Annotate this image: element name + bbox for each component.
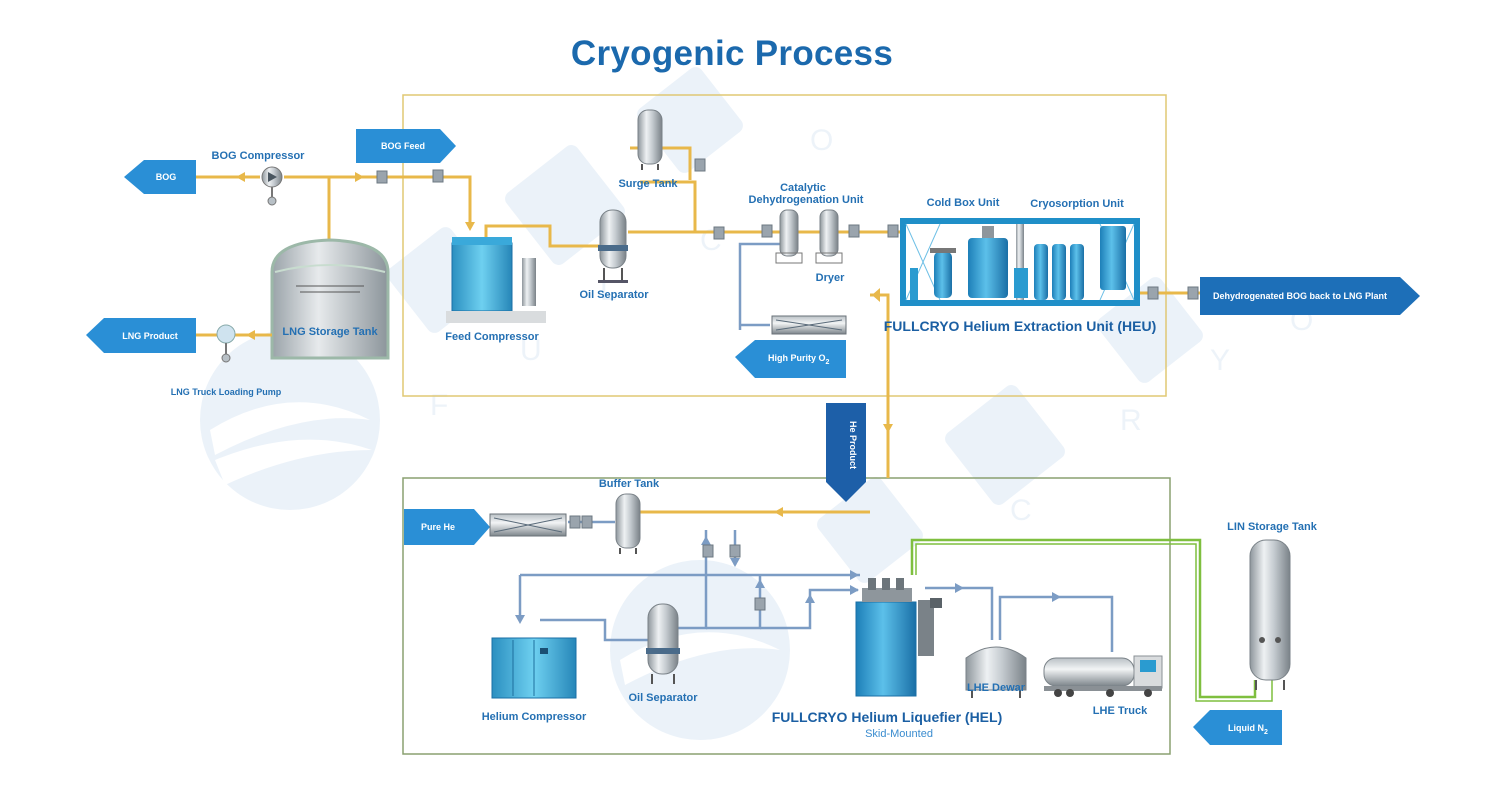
dryer-icon — [815, 209, 843, 264]
tag-bog: BOG — [124, 160, 196, 194]
tag-pure-he: Pure He — [404, 509, 490, 545]
heu-label: FULLCRYO Helium Extraction Unit (HEU) — [884, 318, 1157, 334]
heu-skid-icon — [900, 218, 1140, 306]
skid-mounted-label: Skid-Mounted — [865, 728, 933, 740]
valve-icon — [729, 544, 741, 558]
lng-truck-loading-pump-label: LNG Truck Loading Pump — [171, 387, 282, 397]
tag-bog-feed-label: BOG Feed — [381, 141, 425, 151]
tag-lng-product: LNG Product — [86, 318, 196, 353]
lng-storage-tank-label: LNG Storage Tank — [282, 326, 378, 338]
lin-storage-tank-icon — [1249, 539, 1291, 690]
svg-text:U: U — [520, 334, 542, 367]
feed-compressor-icon — [446, 237, 546, 323]
lin-storage-tank-label: LIN Storage Tank — [1227, 521, 1318, 533]
blue-arrows — [515, 536, 1061, 624]
valve-icon — [694, 158, 706, 172]
tag-liquid-n2-label: Liquid N2 — [1228, 723, 1268, 736]
valve-icon — [761, 224, 773, 238]
bog-compressor-label: BOG Compressor — [212, 150, 306, 162]
valve-icon — [713, 226, 725, 240]
valve-icon — [569, 515, 581, 529]
valve-icon — [887, 224, 899, 238]
gold-arrows — [236, 172, 893, 517]
tag-high-purity-o2-label: High Purity O2 — [768, 353, 830, 366]
lhe-dewar-icon — [965, 646, 1027, 698]
bog-compressor-icon — [261, 166, 283, 206]
oil-separator-bottom-label: Oil Separator — [628, 692, 698, 704]
surge-tank-icon — [637, 109, 663, 170]
catalytic-unit-icon — [775, 209, 803, 264]
helium-compressor-label: Helium Compressor — [482, 711, 587, 723]
catalytic-label-line1: Catalytic — [780, 182, 826, 194]
tag-he-product-label: He Product — [848, 421, 858, 469]
oil-separator-top-icon — [598, 209, 628, 283]
watermark: F U L C O C R Y O — [200, 67, 1313, 740]
tag-dehydrogenated-bog-label: Dehydrogenated BOG back to LNG Plant — [1213, 291, 1387, 301]
tag-pure-he-label: Pure He — [421, 522, 455, 532]
oil-separator-top-label: Oil Separator — [579, 289, 649, 301]
surge-tank-label: Surge Tank — [618, 178, 678, 190]
svg-text:F: F — [430, 389, 448, 422]
buffer-tank-label: Buffer Tank — [599, 478, 660, 490]
lhe-truck-label: LHE Truck — [1093, 705, 1148, 717]
diagram-title: Cryogenic Process — [570, 34, 894, 73]
valve-icon — [702, 544, 714, 558]
valve-icon — [432, 169, 444, 183]
green-pipe — [910, 538, 1273, 702]
valve-icon — [848, 224, 860, 238]
valve-icon — [581, 515, 593, 529]
feed-compressor-label: Feed Compressor — [445, 331, 539, 343]
hel-frame — [402, 477, 1171, 755]
tag-bog-feed: BOG Feed — [356, 129, 456, 163]
helium-liquefier-icon — [855, 578, 942, 697]
catalytic-label-line2: Dehydrogenation Unit — [749, 194, 864, 206]
buffer-tank-icon — [615, 493, 641, 554]
lng-truck-loading-pump-icon — [196, 324, 272, 363]
tag-he-product: He Product — [826, 403, 866, 502]
cryosorption-unit-label: Cryosorption Unit — [1030, 198, 1124, 210]
dryer-label: Dryer — [816, 272, 845, 284]
pure-he-heat-exchanger-icon — [489, 513, 567, 537]
tag-bog-label: BOG — [156, 172, 177, 182]
svg-text:O: O — [810, 124, 833, 157]
hel-label: FULLCRYO Helium Liquefier (HEL) — [772, 709, 1002, 725]
valve-icon — [376, 170, 388, 184]
valve-icon — [754, 597, 766, 611]
tag-lng-product-label: LNG Product — [122, 331, 178, 341]
tag-dehydrogenated-bog: Dehydrogenated BOG back to LNG Plant — [1200, 277, 1420, 315]
oil-separator-bottom-icon — [646, 603, 680, 684]
svg-text:Y: Y — [1210, 344, 1230, 377]
tag-liquid-n2: Liquid N2 — [1193, 710, 1282, 745]
tag-high-purity-o2: High Purity O2 — [735, 340, 846, 378]
cold-box-unit-label: Cold Box Unit — [927, 197, 1000, 209]
heu-frame — [402, 94, 1167, 397]
valve-icons — [376, 158, 1199, 611]
o2-heat-exchanger-icon — [771, 315, 847, 335]
lng-storage-tank-icon — [270, 238, 390, 360]
lhe-truck-icon — [1043, 655, 1163, 697]
helium-compressor-icon — [491, 637, 577, 699]
svg-text:C: C — [1010, 494, 1032, 527]
svg-text:R: R — [1120, 404, 1142, 437]
lhe-dewar-label: LHE Dewar — [967, 682, 1026, 694]
valve-icon — [1147, 286, 1159, 300]
valve-icon — [1187, 286, 1199, 300]
